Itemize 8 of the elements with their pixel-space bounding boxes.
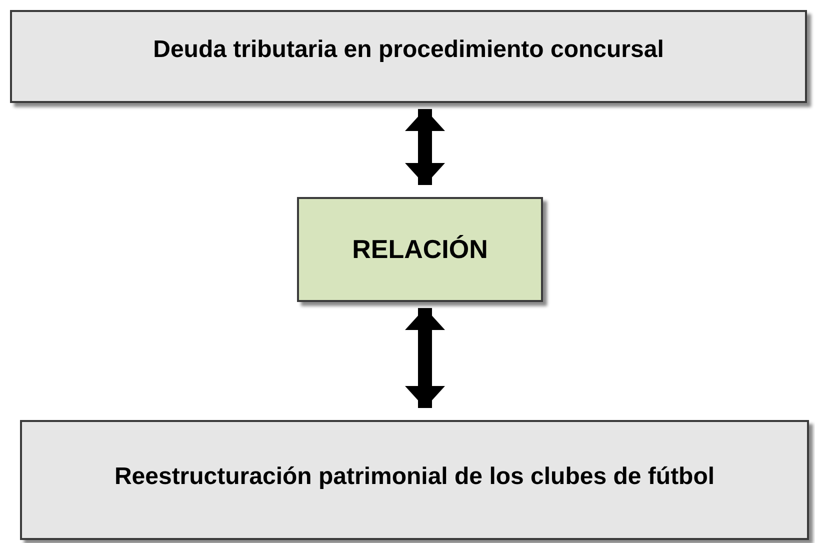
text-box bbox=[20, 420, 809, 540]
double-arrow bbox=[405, 308, 445, 408]
box-label: Deuda tributaria en procedimiento concursal bbox=[153, 34, 664, 65]
text-box bbox=[10, 10, 807, 103]
text-box bbox=[297, 197, 543, 302]
box-label: RELACIÓN bbox=[352, 232, 488, 266]
double-arrow bbox=[405, 109, 445, 185]
box-label: Reestructuración patrimonial de los clubes de fútbol bbox=[114, 462, 715, 492]
